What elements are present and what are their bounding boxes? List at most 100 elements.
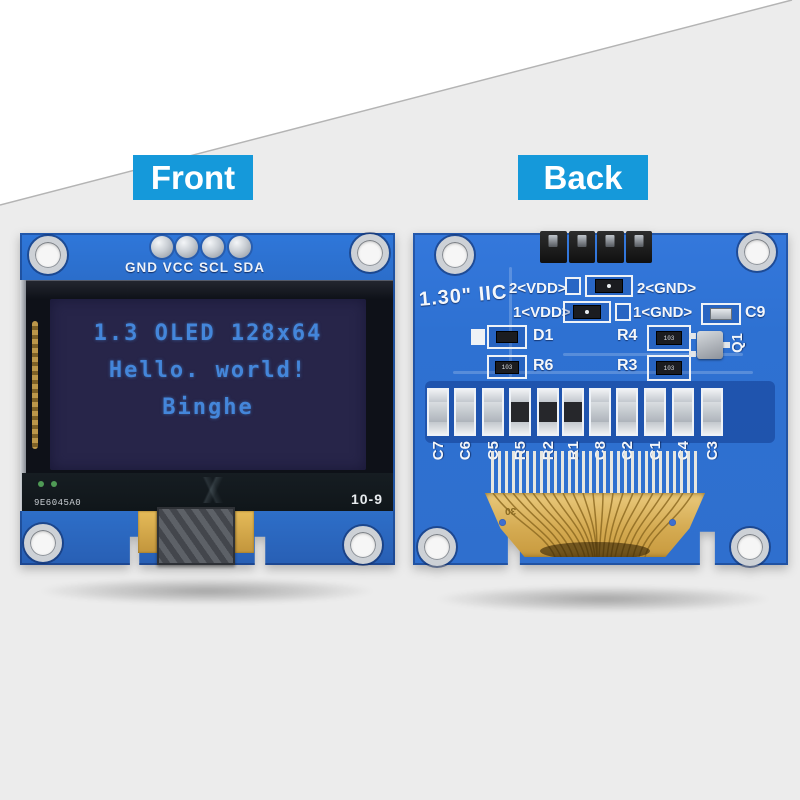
pad-end (539, 422, 557, 434)
via-dot (499, 519, 506, 526)
jumper-pad (563, 301, 611, 323)
component-pad-r5 (509, 388, 531, 436)
pad-end (484, 422, 502, 434)
pad-end (618, 390, 636, 402)
pad-end (674, 422, 692, 434)
panel-reflection (103, 477, 323, 503)
component-body (456, 402, 474, 422)
mounting-hole (418, 528, 456, 566)
transistor-leg (723, 342, 730, 348)
row-label: C3 (704, 441, 721, 461)
chip-dot (607, 284, 611, 288)
via-dot (669, 519, 676, 526)
component-c9 (701, 303, 741, 325)
pin (605, 235, 615, 247)
flex-marking: 30 (505, 505, 517, 516)
pin (634, 235, 644, 247)
screen-text-line: Hello. world! (108, 358, 308, 383)
mounting-hole (344, 526, 382, 564)
pin-header-block (568, 231, 595, 263)
row-label: C7 (430, 441, 447, 461)
flex-connector-pins (487, 451, 701, 497)
component-body (646, 402, 664, 422)
pin-labels: GND VCC SCL SDA (124, 260, 265, 275)
chip-dot (585, 310, 589, 314)
gold-flex-cable: 30 (485, 493, 705, 557)
solder-joint (229, 236, 251, 258)
indicator-dot (38, 481, 44, 487)
glass-metal-edge (20, 280, 26, 511)
transistor-q1 (697, 331, 723, 359)
jumper-label-1gnd: 1<GND> (633, 304, 693, 321)
panel-bottom-strip: 9E6045A0 10-9 (22, 473, 393, 511)
front-section-badge: Front (133, 155, 253, 200)
component-body (703, 402, 721, 422)
pad-end (703, 390, 721, 402)
capacitor-body (711, 309, 731, 319)
resistor-marking: 103 (501, 363, 513, 371)
component-r3: 103 (647, 355, 691, 381)
mounting-hole (738, 233, 776, 271)
component-body (429, 402, 447, 422)
pin-header-block (540, 231, 567, 263)
jumper-pad (585, 275, 633, 297)
resistor-marking: 103 (663, 334, 675, 342)
oled-module-front: GND VCC SCL SDA 1.3 OLED 128x64 Hello. w… (20, 233, 395, 565)
pcb-trace (509, 267, 512, 377)
solder-joint (176, 236, 198, 258)
component-body (618, 402, 636, 422)
component-pad-c5 (482, 388, 504, 436)
transistor-leg (689, 333, 696, 339)
resistor-body: 103 (657, 332, 681, 344)
pad-end (456, 390, 474, 402)
pad-end (539, 390, 557, 402)
component-body (511, 402, 529, 422)
resistor-body: 103 (496, 361, 518, 373)
pad-end (674, 390, 692, 402)
pad-end (564, 422, 582, 434)
pin (577, 235, 587, 247)
pad-end (646, 390, 664, 402)
jumper-pad (615, 303, 631, 321)
pad-end (591, 390, 609, 402)
pcb-trace (563, 353, 743, 356)
mounting-hole (351, 234, 389, 272)
component-d1 (487, 325, 527, 349)
component-pad-c2 (616, 388, 638, 436)
back-module-shadow (438, 586, 768, 612)
pad-end (646, 422, 664, 434)
pin-header-block (597, 231, 624, 263)
jumper-label-2vdd: 2<VDD> (509, 280, 567, 297)
glass-contact-strip (32, 321, 38, 449)
pad-end (429, 390, 447, 402)
panel-serial-number: 9E6045A0 (34, 498, 82, 508)
jumper-resistor (596, 280, 622, 292)
pad-end (703, 422, 721, 434)
jumper-resistor (574, 306, 600, 318)
mounting-hole (29, 236, 67, 274)
component-pad-c7 (427, 388, 449, 436)
component-body (484, 402, 502, 422)
component-body (674, 402, 692, 422)
jumper-label-2gnd: 2<GND> (637, 280, 697, 297)
ref-label-c9: C9 (745, 304, 766, 321)
jumper-label-1vdd: 1<VDD> (513, 304, 571, 321)
resistor-marking: 103 (663, 364, 675, 372)
mounting-hole (436, 236, 474, 274)
pad-end (456, 422, 474, 434)
pad-end (591, 422, 609, 434)
diode-body (497, 332, 517, 342)
oled-display-area: 1.3 OLED 128x64 Hello. world! Binghe (50, 299, 366, 470)
ribbon-cable (157, 507, 235, 565)
ribbon-gold-pad (235, 511, 254, 553)
pin (548, 235, 558, 247)
screen-text-line: 1.3 OLED 128x64 (93, 321, 323, 346)
pad-end (511, 390, 529, 402)
pcb-trace (453, 371, 753, 374)
pad-end (564, 390, 582, 402)
solder-joint (202, 236, 224, 258)
mounting-hole (24, 524, 62, 562)
screen-text-line: Binghe (162, 395, 254, 420)
component-pad-c4 (672, 388, 694, 436)
